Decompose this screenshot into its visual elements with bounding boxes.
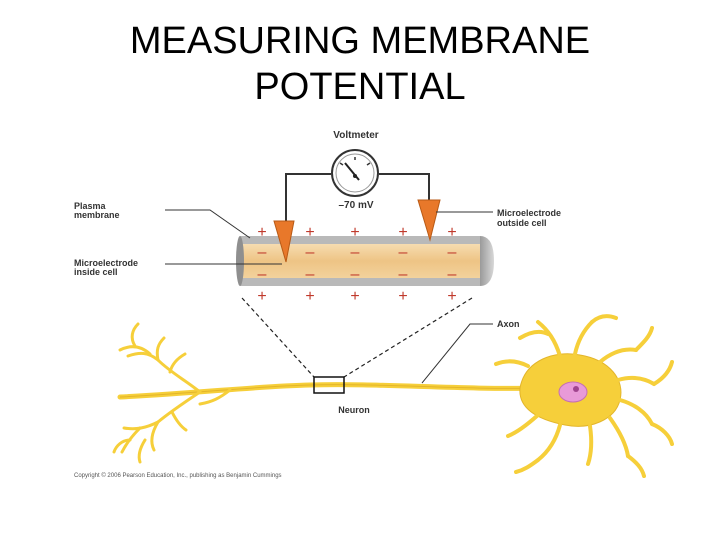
axon-right-cap <box>480 236 494 286</box>
axon-left-end <box>236 236 244 286</box>
plasma-membrane-leader <box>165 210 250 238</box>
axon-label: Axon <box>497 319 520 329</box>
needle-pivot <box>353 174 357 178</box>
zoom-lines <box>242 298 472 377</box>
outside-plus-bottom: + + + + + <box>257 288 456 305</box>
microelectrode-inside-label-2: inside cell <box>74 267 118 277</box>
voltage-reading: –70 mV <box>338 200 373 211</box>
neuron-label: Neuron <box>338 405 370 415</box>
plus-sign: + <box>257 288 266 305</box>
minus-sign: – <box>351 266 360 283</box>
minus-sign: – <box>306 244 315 261</box>
minus-sign: – <box>306 266 315 283</box>
minus-sign: – <box>399 266 408 283</box>
axon-leader <box>422 324 493 383</box>
plus-sign: + <box>447 288 456 305</box>
zoom-line-right <box>344 298 472 377</box>
minus-sign: – <box>399 244 408 261</box>
plus-sign: + <box>350 288 359 305</box>
zoom-line-left <box>242 298 314 377</box>
cytoplasm <box>240 244 480 278</box>
membrane-bottom <box>240 278 480 286</box>
microelectrode-outside-label: Microelectrode <box>497 208 561 218</box>
minus-sign: – <box>258 266 267 283</box>
right-wire <box>379 174 429 200</box>
plus-sign: + <box>305 288 314 305</box>
label-leaders <box>165 210 493 383</box>
neuron <box>114 316 672 476</box>
nucleolus <box>573 386 579 392</box>
voltmeter: Voltmeter –70 mV <box>286 130 429 232</box>
outside-electrode <box>418 200 440 240</box>
minus-sign: – <box>448 244 457 261</box>
minus-sign: – <box>448 266 457 283</box>
membrane-top <box>240 236 480 244</box>
nucleus <box>559 382 587 402</box>
plus-sign: + <box>447 224 456 241</box>
minus-sign: – <box>258 244 267 261</box>
voltmeter-label: Voltmeter <box>333 130 378 141</box>
plus-sign: + <box>398 288 407 305</box>
plus-sign: + <box>257 224 266 241</box>
plus-sign: + <box>350 224 359 241</box>
microelectrode-outside-label-2: outside cell <box>497 218 547 228</box>
neuron-axon <box>120 385 540 397</box>
plasma-membrane-label-2: membrane <box>74 210 120 220</box>
plus-sign: + <box>305 224 314 241</box>
voltmeter-dial <box>332 150 378 196</box>
plus-sign: + <box>398 224 407 241</box>
copyright-text: Copyright © 2006 Pearson Education, Inc.… <box>74 472 282 479</box>
minus-sign: – <box>351 244 360 261</box>
